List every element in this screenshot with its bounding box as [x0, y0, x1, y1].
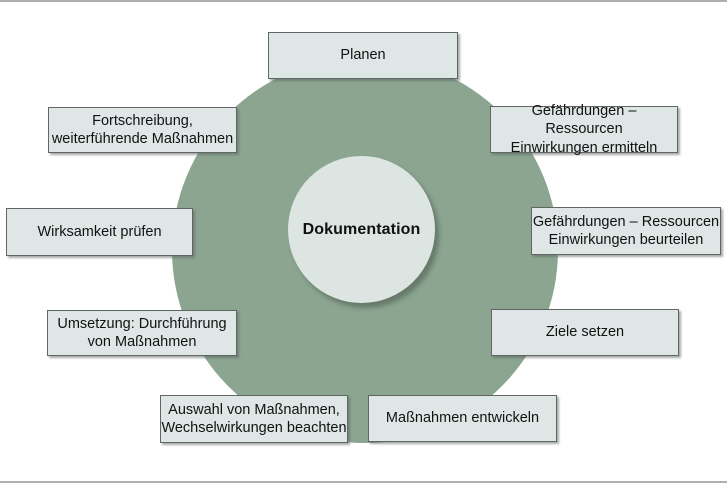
step-umsetzung-durchfuehrung: Umsetzung: Durchführung von Maßnahmen: [47, 310, 237, 356]
step-fortschreibung: Fortschreibung, weiterführende Maßnahmen: [48, 107, 237, 153]
step-wirksamkeit-pruefen: Wirksamkeit prüfen: [6, 208, 193, 256]
step-massnahmen-entwickeln: Maßnahmen entwickeln: [368, 395, 557, 442]
step-gefaehrdungen-ermitteln: Gefährdungen – Ressourcen Einwirkungen e…: [490, 103, 678, 156]
top-rule: [0, 0, 727, 2]
documentation-circle: Dokumentation: [288, 156, 435, 303]
bottom-rule: [0, 481, 727, 483]
step-ziele-setzen: Ziele setzen: [491, 309, 679, 356]
step-gefaehrdungen-beurteilen: Gefährdungen – Ressourcen Einwirkungen b…: [531, 207, 721, 255]
documentation-label: Dokumentation: [302, 220, 421, 238]
step-auswahl-massnahmen: Auswahl von Maßnahmen, Wechselwirkungen …: [160, 395, 348, 443]
step-planen: Planen: [268, 32, 458, 79]
